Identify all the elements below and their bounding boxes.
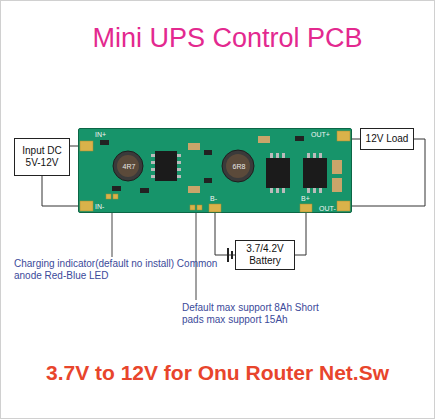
ic-chip	[276, 153, 279, 158]
battery-symbol	[231, 251, 233, 259]
smd-component	[204, 178, 212, 183]
ic-chip	[151, 168, 155, 171]
silkscreen-label: B-	[210, 195, 217, 203]
battery-box: 3.7/4.2V Battery	[235, 240, 295, 270]
ic-chip	[151, 154, 155, 157]
ic-chip	[307, 153, 310, 158]
load-box: 12V Load	[360, 128, 414, 150]
ic-chip	[276, 188, 279, 193]
box-label: 3.7/4.2V Battery	[237, 243, 293, 267]
inductor	[113, 150, 254, 182]
solder-pad	[80, 131, 350, 212]
smd-component	[100, 136, 342, 193]
ic-chip	[266, 158, 290, 188]
smd-component	[295, 136, 304, 141]
smd-component	[188, 143, 200, 150]
ic-chip	[282, 153, 285, 158]
annotation-note: Default max support 8Ah Short pads max s…	[182, 302, 322, 326]
silkscreen-label: 4R7	[115, 163, 143, 171]
ic-chip	[151, 151, 327, 193]
wire-connector	[70, 146, 78, 147]
smd-component	[140, 188, 149, 193]
box-label: Input DC 5V-12V	[16, 145, 68, 169]
smd-component	[100, 140, 109, 145]
silkscreen-label: IN+	[95, 131, 106, 139]
ic-chip	[270, 188, 273, 193]
ic-chip	[177, 154, 181, 157]
silkscreen-label: OUT-	[319, 205, 336, 213]
ic-chip	[307, 188, 310, 193]
inductor	[117, 155, 139, 177]
silkscreen-label: 6R8	[225, 163, 253, 171]
ic-chip	[155, 151, 177, 181]
solder-pad	[209, 204, 221, 212]
pcb-board: IN+ IN- 4R7 6R8 OUT+ OUT- B- B+	[78, 128, 352, 213]
ic-chip	[313, 188, 316, 193]
ic-chip	[177, 175, 181, 178]
solder-pad	[337, 201, 350, 211]
ic-chip	[151, 161, 155, 164]
solder-pad	[190, 205, 195, 210]
solder-pad	[106, 194, 111, 199]
ic-chip	[303, 158, 327, 188]
wire	[42, 176, 80, 206]
box-label: 12V Load	[366, 133, 409, 145]
silkscreen-label: B+	[301, 195, 310, 203]
silkscreen-label: OUT+	[311, 131, 330, 139]
title-text: Mini UPS Control PCB	[20, 22, 435, 54]
ic-chip	[177, 168, 181, 171]
battery-symbol	[227, 248, 229, 262]
smd-component	[258, 136, 270, 143]
smd-component	[332, 178, 342, 192]
smd-component	[112, 186, 121, 191]
ic-chip	[270, 153, 273, 158]
ic-chip	[319, 188, 322, 193]
silkscreen-label: IN-	[95, 203, 104, 211]
solder-pad	[337, 131, 350, 141]
wire-connector	[215, 213, 235, 255]
inductor	[226, 154, 250, 178]
ic-chip	[319, 153, 322, 158]
wire	[295, 212, 306, 255]
wire-connector	[352, 139, 360, 140]
ic-chip	[177, 161, 181, 164]
ic-chip	[313, 153, 316, 158]
inductor	[222, 150, 254, 182]
ic-chip	[282, 188, 285, 193]
solder-pad	[113, 194, 118, 199]
smd-component	[204, 150, 212, 155]
battery-symbol	[228, 248, 232, 262]
caption-text: 3.7V to 12V for Onu Router Net.Sw	[0, 360, 435, 386]
annotation-note: Charging indicator(default no install) C…	[14, 258, 219, 282]
leader-line	[112, 200, 196, 300]
solder-pad	[300, 204, 312, 212]
solder-pad	[80, 141, 93, 151]
solder-pad	[80, 201, 93, 211]
smd-component	[332, 160, 342, 174]
leader-line	[196, 212, 197, 300]
solder-pad	[197, 205, 202, 210]
ic-chip	[151, 175, 155, 178]
inductor	[113, 151, 143, 181]
input-box: Input DC 5V-12V	[14, 138, 70, 176]
smd-component	[188, 186, 200, 193]
